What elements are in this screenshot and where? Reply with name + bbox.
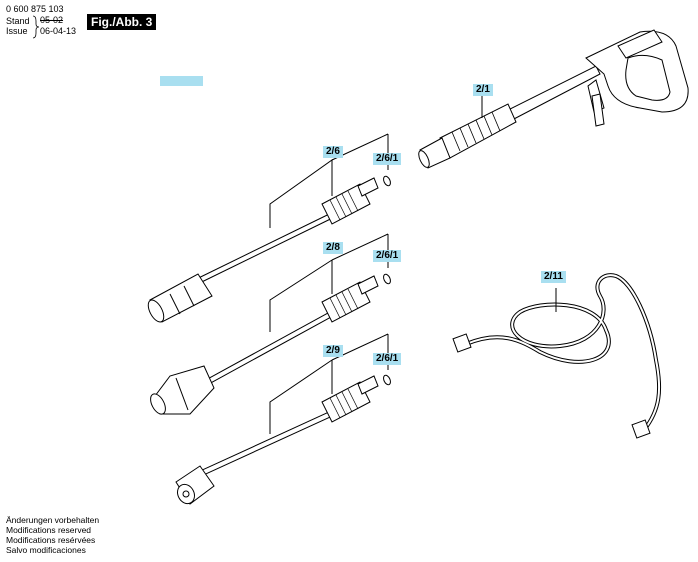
- stand-value: 05-02: [40, 15, 64, 25]
- footer-line-de: Änderungen vorbehalten: [6, 515, 100, 525]
- issue-value: 06-04-13: [40, 26, 77, 36]
- label-gun-lance: 2/1: [473, 84, 493, 96]
- footer-line-es: Salvo modificaciones: [6, 545, 86, 555]
- hose-drawing-inner: [465, 274, 661, 431]
- leader-lines: [269, 96, 557, 434]
- label-lance-2-9: 2/9: [323, 345, 343, 357]
- lance-2-9-drawing: [175, 374, 391, 505]
- figure-badge: Fig./Abb. 3: [87, 14, 157, 30]
- footer-notes: Änderungen vorbehalten Modifications res…: [6, 515, 99, 555]
- blank-label-block: [160, 76, 203, 86]
- lance-2-8-drawing: [150, 273, 391, 415]
- hose-drawing: [465, 273, 662, 432]
- label-lance-2-6: 2/6: [323, 146, 343, 158]
- label-ring-2-6-1-b: 2/6/1: [373, 250, 402, 262]
- label-ring-2-6-1-a: 2/6/1: [373, 153, 402, 165]
- label-hose: 2/11: [541, 271, 566, 283]
- header-brace: [32, 15, 40, 39]
- hose-fittings: [452, 333, 651, 439]
- stand-label: Stand: [6, 16, 30, 26]
- issue-label: Issue: [6, 26, 28, 36]
- label-ring-2-6-1-c: 2/6/1: [373, 353, 402, 365]
- lance-2-6-drawing: [147, 175, 391, 323]
- footer-line-en: Modifications reserved: [6, 525, 92, 535]
- label-lance-2-8: 2/8: [323, 242, 343, 254]
- spray-gun-drawing: [418, 29, 689, 169]
- footer-line-fr: Modifications resérvées: [6, 535, 96, 545]
- part-number: 0 600 875 103: [6, 4, 64, 14]
